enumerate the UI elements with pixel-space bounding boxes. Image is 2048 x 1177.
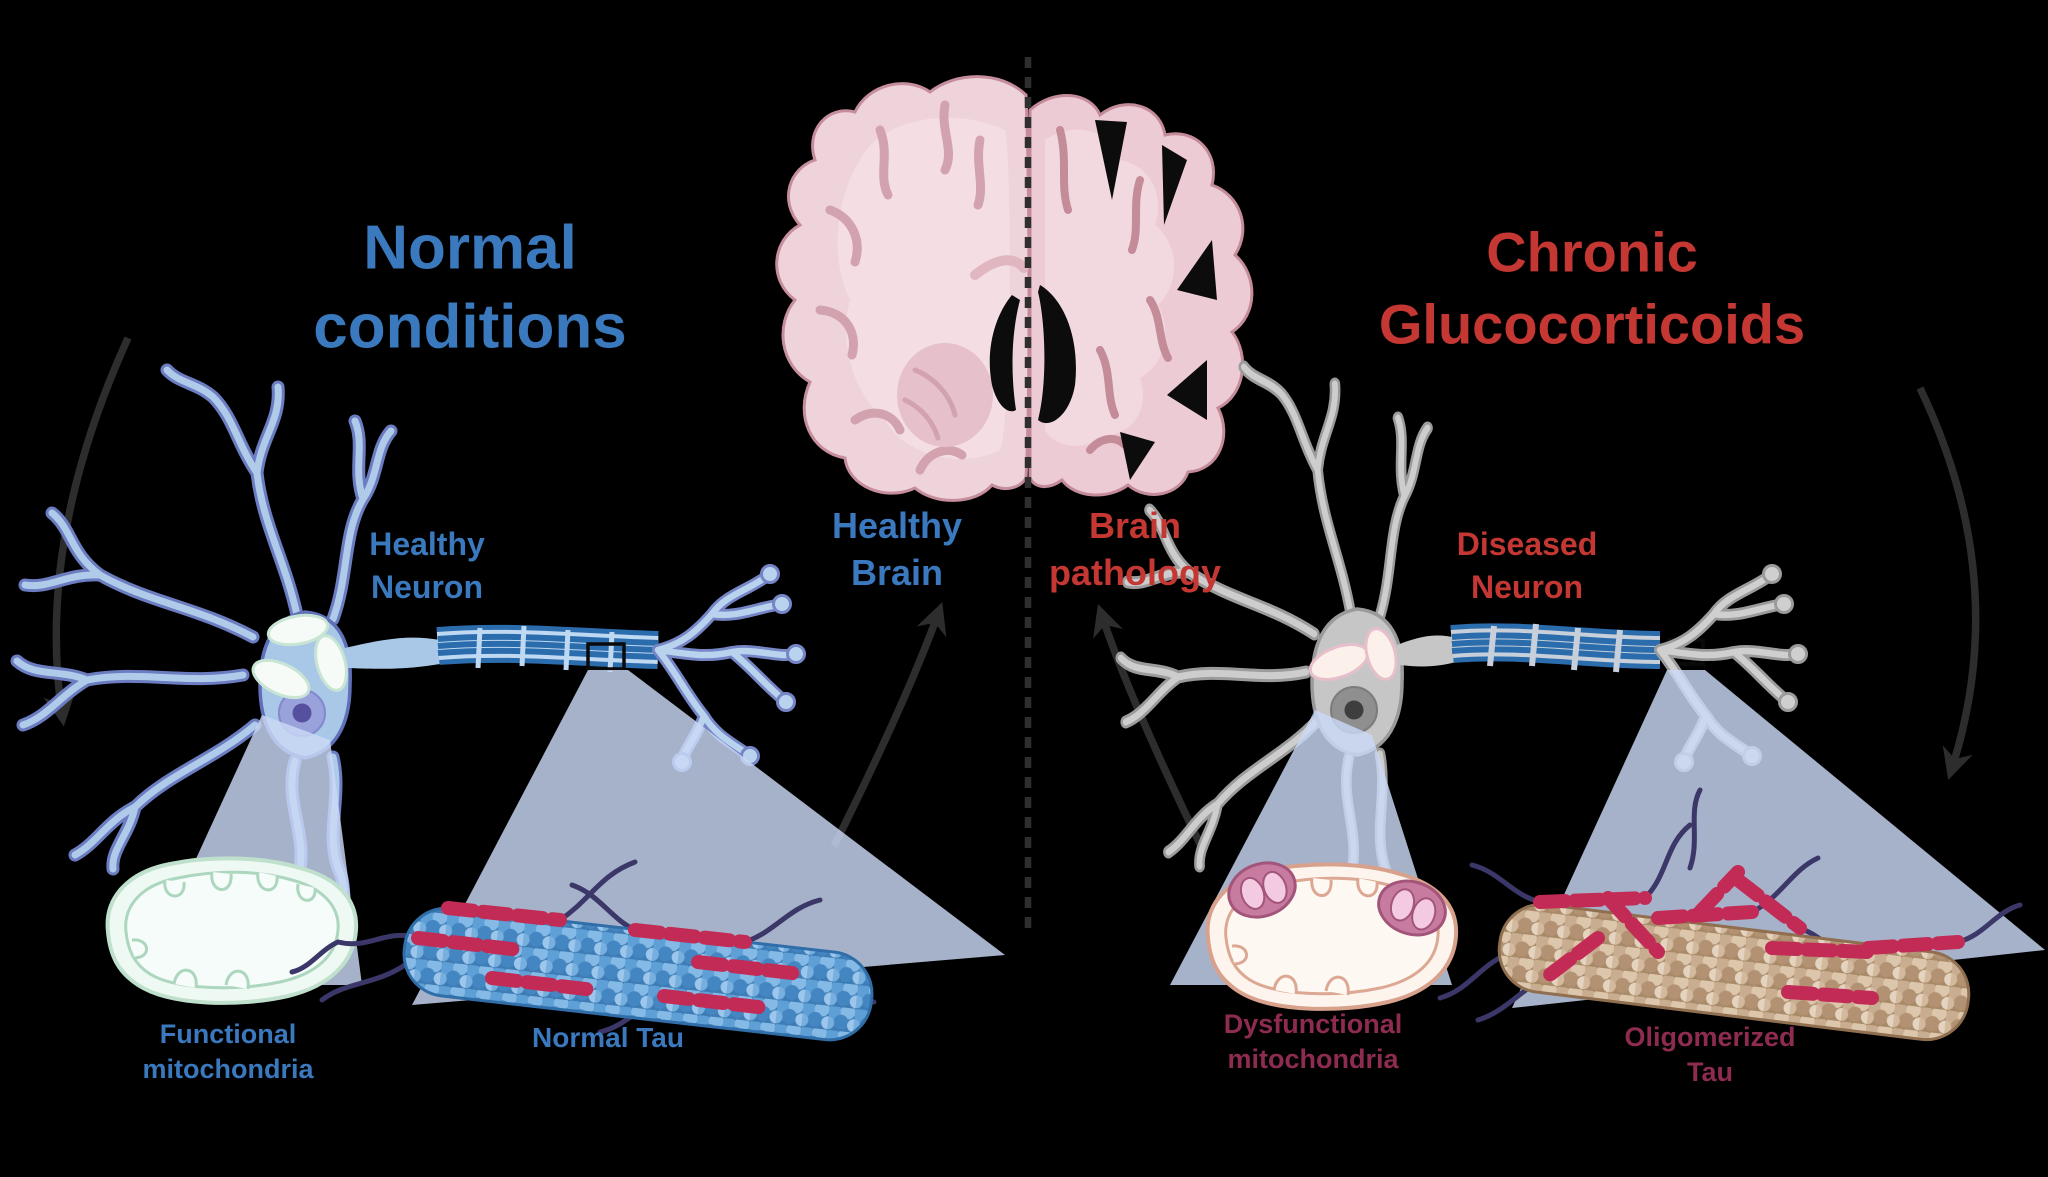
healthy-brain-label: Healthy Brain <box>831 505 963 593</box>
healthy-neuron-label: Healthy Neuron <box>369 525 485 605</box>
mptp-pore <box>1227 861 1297 919</box>
functional-mitochondria-label: Functional mitochondria <box>142 1018 314 1084</box>
healthy-ventricle <box>989 295 1020 412</box>
healthy-brain-half-illustration <box>775 75 1031 502</box>
chronic-glucocorticoids-title: Chronic Glucocorticoids <box>1378 220 1806 355</box>
healthy-sulci-lines <box>815 100 986 475</box>
diseased-axon-hillock <box>1397 635 1456 667</box>
to-healthy-brain-arrow <box>830 602 947 848</box>
normal-tau-label: Normal Tau <box>532 1021 684 1053</box>
healthy-neuron-illustration <box>17 370 806 947</box>
dysfunctional-mitochondria-label: Dysfunctional mitochondria <box>1223 1008 1403 1074</box>
healthy-axon-hillock <box>345 637 440 669</box>
dysfunctional-mitochondria-illustration <box>1205 861 1459 1011</box>
normal-tau-microtubule-illustration <box>289 859 877 1042</box>
atrophy-gaps <box>1095 120 1217 480</box>
normal-tau-proteins <box>411 901 807 1015</box>
brain-pathology-label: Brain pathology <box>1049 505 1221 593</box>
right-down-arrow <box>1916 386 1980 781</box>
atrophied-sulci-lines <box>1056 126 1172 454</box>
diseased-soma-mitochondria <box>1308 627 1398 681</box>
diseased-neuron-illustration <box>1121 367 1808 944</box>
oligomerized-tau-proteins <box>1533 865 1965 1005</box>
oligomerized-tau-microtubule-illustration <box>1437 787 2023 1042</box>
diseased-myelinated-axon <box>1450 623 1705 673</box>
healthy-myelinated-axon <box>436 624 659 673</box>
diseased-neuron-label: Diseased Neuron <box>1456 525 1598 605</box>
oligomerized-tau-label: Oligomerized Tau <box>1624 1021 1796 1087</box>
functional-mitochondria-illustration <box>105 856 359 1005</box>
mptp-pore <box>1377 879 1447 937</box>
enlarged-ventricle <box>1038 285 1076 424</box>
to-brain-pathology-arrow <box>1093 604 1206 850</box>
healthy-axon-zoom-box <box>586 642 626 671</box>
pathological-brain-half-illustration <box>1028 94 1254 497</box>
normal-conditions-title: Normal conditions <box>313 213 627 362</box>
healthy-soma-mitochondria <box>251 613 348 700</box>
